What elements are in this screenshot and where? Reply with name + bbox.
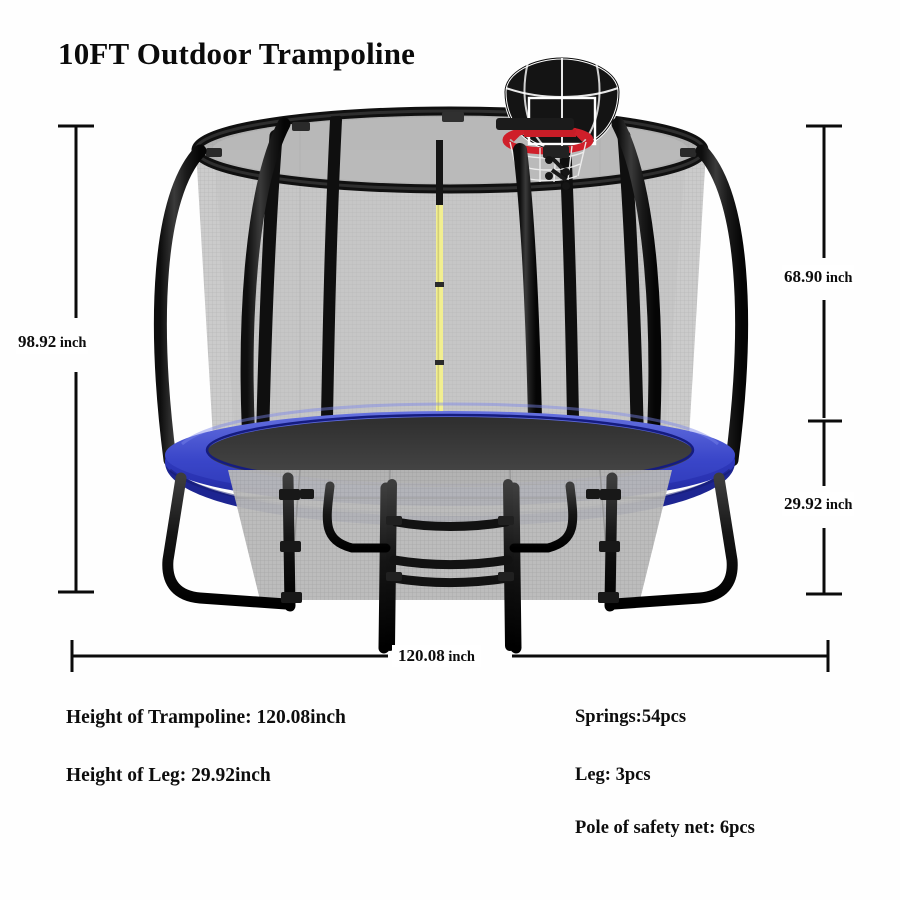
spec-pole-of-safety-net: Pole of safety net: 6pcs bbox=[575, 818, 755, 838]
hoop-rim bbox=[502, 125, 594, 155]
width-value: 120.08 bbox=[398, 646, 445, 665]
spec-leg-count: Leg: 3pcs bbox=[575, 765, 651, 785]
spec-height-of-trampoline: Height of Trampoline: 120.08inch bbox=[66, 707, 346, 728]
net-top-ring bbox=[191, 106, 709, 194]
leg-clamps bbox=[279, 489, 621, 603]
enclosure-poles bbox=[153, 117, 749, 477]
net-zipper bbox=[435, 140, 444, 461]
overall-height-unit: inch bbox=[56, 335, 87, 351]
overall-height-value: 98.92 bbox=[18, 332, 57, 351]
frame-pad bbox=[165, 402, 735, 526]
page-title: 10FT Outdoor Trampoline bbox=[58, 36, 416, 71]
frame-skirt bbox=[228, 470, 672, 600]
net-height-value: 68.90 bbox=[784, 267, 823, 286]
net-height-unit: inch bbox=[822, 270, 853, 286]
hoop-net bbox=[509, 141, 587, 183]
dimension-label-net-height: 68.90 inch bbox=[782, 265, 855, 289]
dimension-label-width: 120.08 inch bbox=[392, 645, 481, 667]
frame-braces bbox=[322, 481, 578, 553]
leg-height-unit: inch bbox=[822, 497, 853, 513]
basketball-hoop bbox=[496, 56, 621, 190]
legs bbox=[162, 472, 738, 654]
safety-net bbox=[196, 113, 706, 480]
net-pole-sleeves bbox=[255, 114, 645, 480]
spec-height-of-leg: Height of Leg: 29.92inch bbox=[66, 765, 271, 786]
dimension-left-overall bbox=[58, 124, 94, 594]
dimension-label-leg-height: 29.92 inch bbox=[782, 492, 855, 516]
spec-springs: Springs:54pcs bbox=[575, 707, 687, 727]
dimension-label-overall-height: 98.92 inch bbox=[16, 330, 89, 354]
leg-height-value: 29.92 bbox=[784, 494, 823, 513]
width-unit: inch bbox=[444, 649, 475, 665]
ladder bbox=[385, 479, 515, 651]
jump-mat bbox=[207, 419, 693, 491]
